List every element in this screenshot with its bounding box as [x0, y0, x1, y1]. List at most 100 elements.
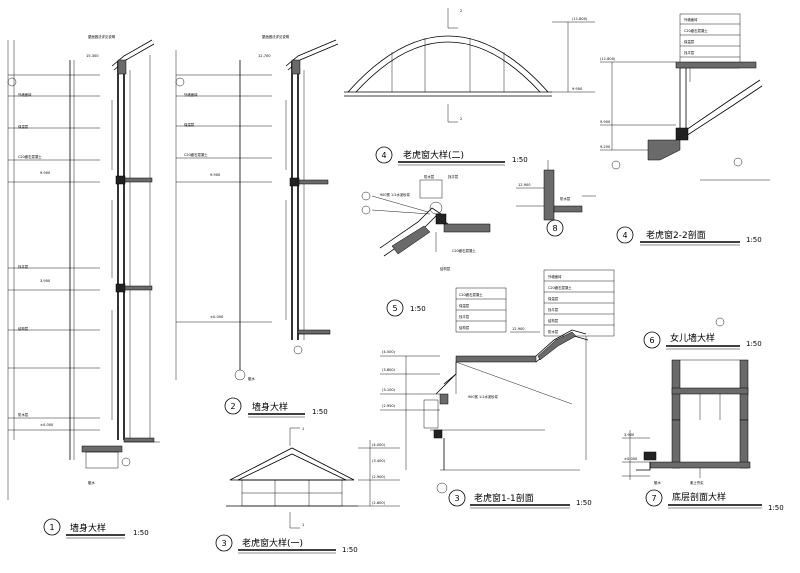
d4b-title-name: 老虎窗2-2剖面	[646, 229, 706, 241]
detail-2-wall-section: 12.700 9.900 ±0.000 屋面做法详见说明 外墙面砖 保温层 C2…	[175, 34, 339, 418]
detail-3b-dormer-section: 外墙面砖 C20细石混凝土 保温层 找平层 结构层 防水层 C20细石混凝土 保…	[380, 269, 615, 509]
d4a-level-top: (11.800)	[572, 17, 588, 21]
d5-title-number: 5	[393, 304, 398, 313]
d1-level-top: 15.300	[86, 54, 99, 58]
d3b-note: 900宽 1:2水泥砂浆	[468, 394, 499, 399]
d3b-title-number: 3	[455, 494, 460, 503]
d5-title-circle	[386, 299, 404, 317]
d7-note-2: 素土夯实	[690, 480, 704, 485]
d3-level-1: (4.000)	[372, 443, 386, 447]
d3b-title-name: 老虎窗1-1剖面	[474, 492, 534, 504]
d7-level-2: ±0.000	[624, 457, 638, 461]
d1-roof-note: 屋面做法详见说明	[88, 34, 116, 39]
d1-note-apron: 散水	[88, 480, 95, 485]
d4b-layer-1: 外墙面砖	[684, 17, 698, 22]
d3b-layer-3: 保温层	[548, 296, 559, 301]
d1-level-2: 9.900	[40, 171, 51, 175]
d8-title-circle	[546, 219, 564, 237]
d1-level-3: 3.900	[40, 279, 51, 283]
d5-title-scale: 1:50	[410, 305, 426, 313]
d3b-box-4: 结构层	[459, 325, 470, 330]
d7-title-scale: 1:50	[768, 504, 784, 512]
d1-note-1: 外墙面砖	[18, 92, 32, 97]
d3b-box-2: 保温层	[459, 303, 470, 308]
d2-title-circle	[224, 397, 242, 415]
d3b-level-4: (2.950)	[382, 404, 396, 408]
d3-level-2: (3.400)	[372, 459, 386, 463]
d5-note-1: 防水层	[424, 174, 435, 179]
d3-level-4: (2.600)	[372, 501, 386, 505]
d4a-title-scale: 1:50	[512, 156, 528, 164]
cut-mark-1-bottom: 1	[302, 523, 304, 527]
d3-level-3: (2.900)	[372, 475, 386, 479]
d3b-title-circle	[448, 489, 466, 507]
d1-note-3: C20细石混凝土	[18, 154, 42, 159]
d1-note-5: 结构层	[18, 326, 29, 331]
d4b-layer-2: C20细石混凝土	[684, 28, 708, 33]
d2-level-2: 9.900	[210, 173, 221, 177]
d1-note-4: 找平层	[18, 264, 29, 269]
d4a-title-name: 老虎窗大样(二)	[403, 149, 464, 161]
d2-note-3: C20细石混凝土	[184, 152, 208, 157]
d1-title-scale: 1:50	[133, 529, 149, 537]
d7-title-circle	[645, 489, 663, 507]
d3b-title-scale: 1:50	[576, 499, 592, 507]
d2-title-scale: 1:50	[312, 408, 328, 416]
d4b-layer-4: 找平层	[684, 50, 695, 55]
d4b-title-scale: 1:50	[746, 236, 762, 244]
d8-title-number: 8	[553, 224, 558, 233]
d1-note-6: 防水层	[18, 412, 29, 417]
d2-note-2: 保温层	[184, 122, 195, 127]
d3-title-scale: 1:50	[342, 546, 358, 554]
d1-title-name: 墙身大样	[70, 522, 106, 534]
detail-4b-dormer-section: 外墙面砖 C20细石混凝土 保温层 找平层 结构层 (11.800) 9.900…	[600, 13, 770, 246]
d1-title-number: 1	[50, 523, 55, 532]
d7-note-1: 散水	[654, 480, 661, 485]
d2-level-top: 12.700	[258, 54, 271, 58]
d1-level-ground: ±0.000	[40, 423, 54, 427]
d2-roof-note: 屋面做法详见说明	[262, 34, 290, 39]
d7-title-number: 7	[652, 494, 657, 503]
d3b-layer-1: 外墙面砖	[548, 274, 562, 279]
detail-5-eave: 防水层 找平层 900宽 1:2水泥砂浆 C20细石混凝土 结构层 5 1:50	[361, 174, 491, 317]
d3b-layer-5: 结构层	[548, 318, 559, 323]
d3-title-name: 老虎窗大样(一)	[242, 537, 303, 549]
detail-7-ground-section: 3.900 ±0.000 散水 素土夯实 7 底层剖面大样 1:50	[622, 419, 784, 512]
d3b-layer-6: 防水层	[548, 329, 559, 334]
d4a-title-circle	[375, 146, 393, 164]
d6-title-name: 女儿墙大样	[670, 332, 715, 344]
d1-title-circle	[43, 518, 61, 536]
d1-note-2: 保温层	[18, 124, 29, 129]
detail-3-dormer-elevation: 1 (4.000) (3.400) (2.900) (2.600) 1 3 老虎…	[215, 427, 400, 554]
d2-note-1: 外墙面砖	[184, 92, 198, 97]
d4b-title-number: 4	[623, 231, 628, 240]
d4b-level-1: (11.800)	[600, 57, 616, 61]
detail-1-wall-section: 15.300 9.900 3.900 ±0.000 屋面做法详见说明 外墙面砖 …	[7, 34, 160, 539]
d3b-level-1: (4.500)	[382, 350, 396, 354]
detail-4-dormer-arch: 2 (11.800) 9.900 2 4 老虎窗大样(二) 1:50	[344, 8, 595, 166]
d5-note-2: 找平层	[448, 174, 459, 179]
d4b-layer-3: 保温层	[684, 39, 695, 44]
d4a-level-bottom: 9.900	[572, 87, 583, 91]
d7-level-1: 3.900	[624, 433, 635, 437]
d4b-title-circle	[616, 226, 634, 244]
d3b-box-1: C20细石混凝土	[459, 292, 483, 297]
d2-title-name: 墙身大样	[252, 401, 288, 413]
detail-8-parapet: 12.900 防水层 8	[516, 160, 596, 237]
d3-title-circle	[215, 534, 233, 552]
cut-mark-2-top: 2	[460, 9, 462, 13]
d3b-layer-4: 找平层	[548, 307, 559, 312]
cut-mark-1-top: 1	[302, 427, 304, 431]
cut-mark-2-bottom: 2	[460, 117, 462, 121]
d3b-level-2: (3.800)	[382, 368, 396, 372]
d5-note-3: 900宽 1:2水泥砂浆	[380, 192, 411, 197]
d7-title-name: 底层剖面大样	[672, 491, 726, 503]
d4a-title-number: 4	[382, 151, 387, 160]
d8-note: 防水层	[560, 196, 571, 201]
d6-title-scale: 1:50	[746, 340, 762, 348]
d5-note-4: C20细石混凝土	[452, 248, 476, 253]
d8-level: 12.900	[518, 183, 531, 187]
d3b-level-top: 12.900	[512, 327, 525, 331]
d6-title-circle	[643, 331, 661, 349]
